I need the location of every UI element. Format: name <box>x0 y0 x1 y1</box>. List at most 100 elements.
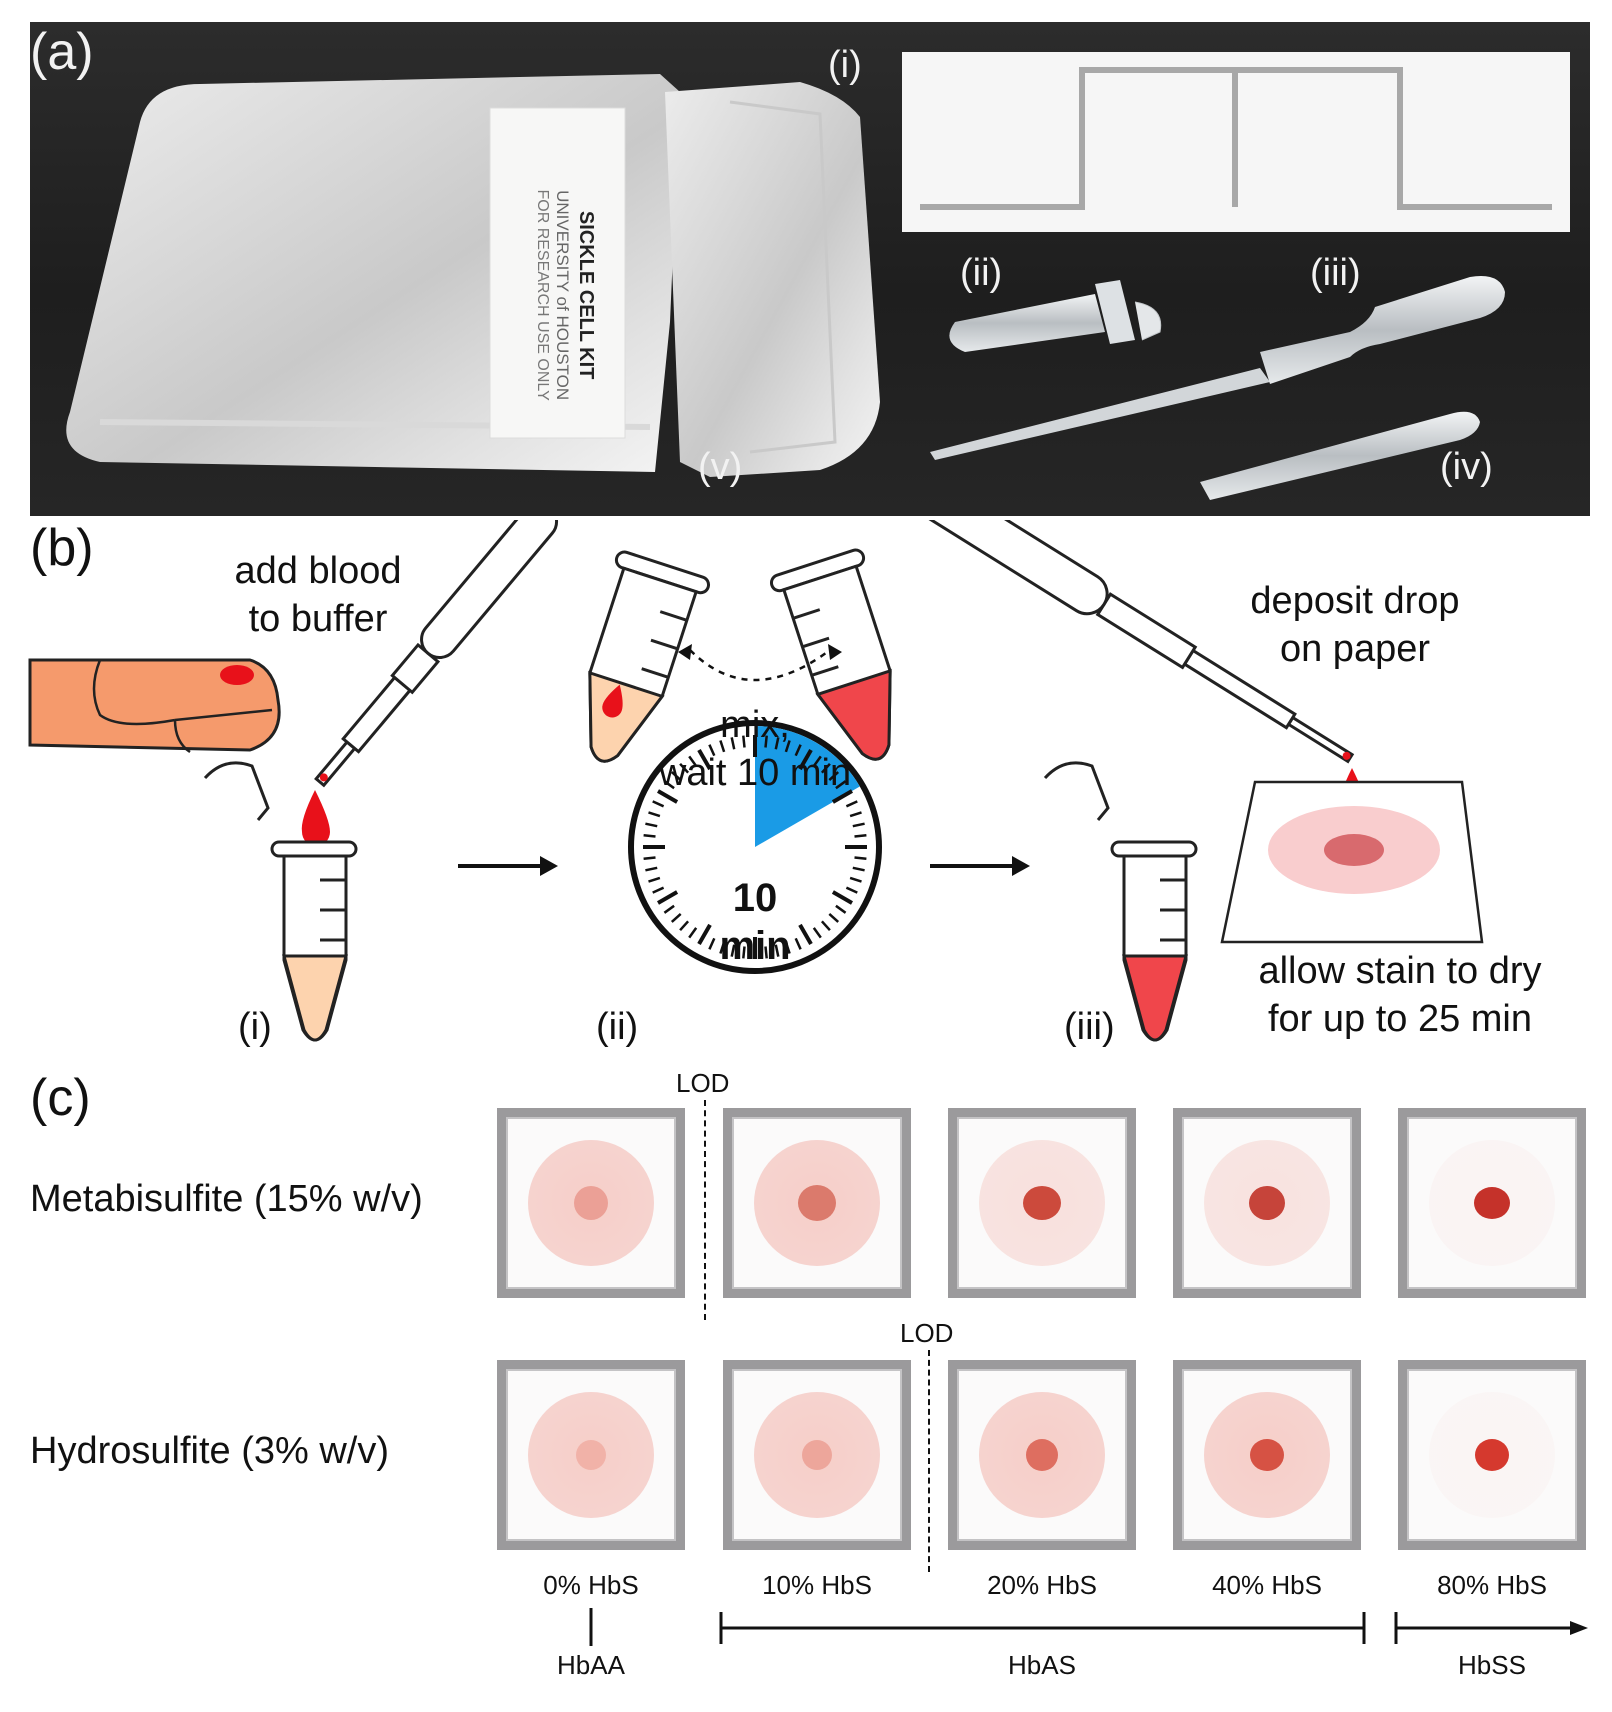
timer-tick <box>774 737 780 750</box>
stain-swatch <box>1173 1360 1361 1550</box>
timer-tick <box>854 834 867 838</box>
timer-tick <box>845 886 858 894</box>
timer-tick <box>798 923 813 945</box>
step-label-ii: (ii) <box>596 1006 639 1048</box>
stain-swatch <box>948 1108 1136 1298</box>
timer-tick <box>663 904 675 914</box>
deposit-line-2: on paper <box>1279 627 1430 670</box>
timer-tick <box>697 923 712 945</box>
timer-tick <box>643 834 656 838</box>
timer-tick <box>852 822 865 828</box>
conc-label-40: 40% HbS <box>1212 1570 1322 1600</box>
paper-stain-icon <box>1220 780 1484 944</box>
step-label-iii: (iii) <box>1064 1006 1115 1048</box>
pouch-university: UNIVERSITY of HOUSTON <box>553 190 573 401</box>
timer-tick <box>730 737 736 750</box>
timer-tick <box>831 789 853 804</box>
lod-label-row1: LOD <box>676 1068 730 1098</box>
pouch-disclaimer: FOR RESEARCH USE ONLY <box>533 189 551 401</box>
item-label-v: (v) <box>698 446 743 488</box>
mix-line-2: wait 10 min <box>658 751 852 794</box>
timer-tick <box>657 789 679 804</box>
mix-tube-left-icon <box>588 550 711 763</box>
mix-text: mix, wait 10 min <box>620 702 890 797</box>
timer-tick <box>812 755 822 767</box>
mix-line-1: mix, <box>720 704 790 746</box>
conc-label-20: 20% HbS <box>987 1570 1097 1600</box>
add-blood-line-1: add blood <box>234 550 402 592</box>
timer-tick <box>812 927 822 939</box>
stain-swatch <box>723 1108 911 1298</box>
timer-tick <box>652 886 665 894</box>
timer-tick <box>828 771 840 782</box>
timer-tick <box>652 800 665 808</box>
timer-tick <box>643 856 656 860</box>
stain-swatch <box>1173 1108 1361 1298</box>
timer-tick <box>670 771 682 782</box>
lod-line-row2 <box>928 1350 930 1572</box>
pouch-sticker-text: SICKLE CELL KIT UNIVERSITY of HOUSTON FO… <box>500 130 620 420</box>
panel-a-letter: (a) <box>30 23 94 81</box>
timer-tick <box>708 937 716 950</box>
timer-tick <box>774 944 780 957</box>
stain-swatch <box>1398 1108 1586 1298</box>
timer-tick <box>831 890 853 905</box>
timer-tick <box>648 811 661 818</box>
timer-tick <box>784 941 791 954</box>
stain-swatch <box>723 1360 911 1550</box>
add-blood-text: add blood to buffer <box>198 548 438 643</box>
panel-b-letter: (b) <box>30 519 94 577</box>
timer-tick <box>845 800 858 808</box>
timer-tick <box>820 920 831 932</box>
mix-tube-right-icon <box>769 548 892 761</box>
timer-tick <box>688 927 698 939</box>
finger-icon <box>28 658 281 754</box>
deposit-line-1: deposit drop <box>1250 580 1460 622</box>
item-label-ii: (ii) <box>960 252 1003 294</box>
microtube <box>949 294 1105 352</box>
pouch-title: SICKLE CELL KIT <box>575 210 598 380</box>
timer-icon <box>628 720 882 974</box>
workflow-diagram <box>28 520 1484 1042</box>
timer-tick <box>764 946 768 959</box>
item-label-iii: (iii) <box>1310 252 1361 294</box>
genotype-hbss: HbSS <box>1458 1650 1526 1680</box>
blood-drop <box>301 790 330 846</box>
tube-iii-icon <box>1043 761 1198 1042</box>
dry-line-1: allow stain to dry <box>1258 950 1542 992</box>
step-label-i: (i) <box>238 1006 272 1048</box>
conc-label-80: 80% HbS <box>1437 1570 1547 1600</box>
timer-tick <box>828 912 840 923</box>
timer-tick <box>849 876 862 883</box>
pipette-icon <box>314 520 559 788</box>
genotype-hbaa: HbAA <box>557 1650 625 1680</box>
timer-tick <box>697 749 712 771</box>
timer-tick <box>679 762 690 774</box>
dry-text: allow stain to dry for up to 25 min <box>1210 948 1590 1043</box>
stain-swatch <box>1398 1360 1586 1550</box>
stain-swatch <box>497 1360 685 1550</box>
timer-ticks <box>643 735 867 959</box>
timer-label: 10 min <box>680 874 830 970</box>
timer-value: 10 <box>732 876 778 920</box>
timer-tick <box>645 866 658 872</box>
timer-tick <box>820 762 831 774</box>
timer-tick <box>719 740 726 753</box>
row-label-hydrosulfite: Hydrosulfite (3% w/v) <box>30 1430 389 1472</box>
timer-tick <box>835 780 847 790</box>
pipette-2-icon <box>895 520 1355 764</box>
timer-tick <box>852 866 865 872</box>
item-label-i: (i) <box>828 44 862 86</box>
lod-label-row2: LOD <box>900 1318 954 1348</box>
tube-i-icon <box>203 761 358 1042</box>
timer-tick <box>854 856 867 860</box>
conc-label-0: 0% HbS <box>543 1570 639 1600</box>
stain-swatch <box>948 1360 1136 1550</box>
timer-tick <box>784 740 791 753</box>
dry-line-2: for up to 25 min <box>1267 997 1533 1040</box>
timer-elapsed-wedge <box>755 726 860 847</box>
transfer-pipette <box>930 368 1270 460</box>
timer-tick <box>798 749 813 771</box>
timer-tick <box>835 904 847 914</box>
timer-tick <box>663 780 675 790</box>
